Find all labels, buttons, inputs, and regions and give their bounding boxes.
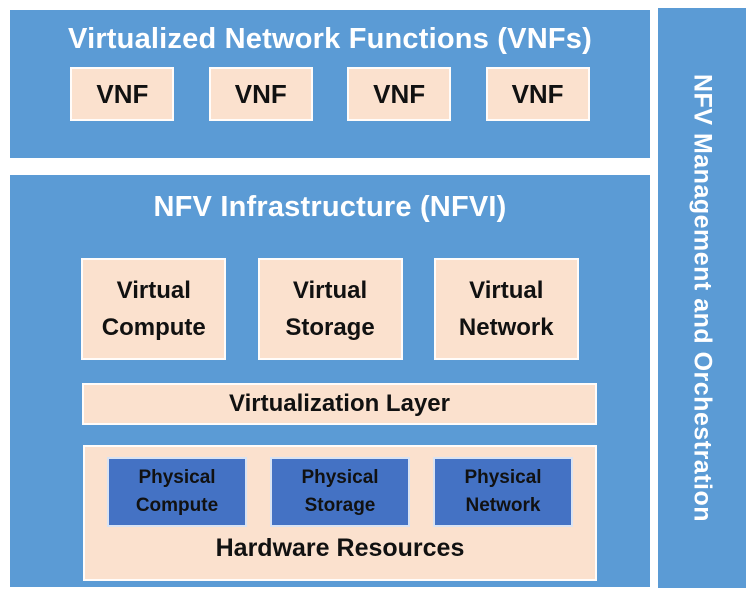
physical-resources-row: Physical Compute Physical Storage Physic… [85, 457, 595, 527]
physical-network-line2: Network [465, 495, 541, 516]
hardware-resources-box: Physical Compute Physical Storage Physic… [83, 445, 597, 581]
hardware-resources-label: Hardware Resources [215, 534, 465, 562]
virtual-compute-box: Virtual Compute [81, 258, 227, 360]
virtual-storage-box: Virtual Storage [257, 258, 403, 360]
vnf-box: VNF [208, 67, 313, 121]
vnf-row: VNF VNF VNF VNF [10, 67, 650, 121]
physical-storage-box: Physical Storage [270, 457, 410, 527]
virtual-resources-row: Virtual Compute Virtual Storage Virtual … [10, 258, 650, 360]
virtual-compute-line1: Virtual [116, 276, 191, 304]
physical-storage-line1: Physical [301, 466, 379, 488]
physical-network-line1: Physical [464, 466, 542, 488]
physical-compute-box: Physical Compute [107, 457, 247, 527]
virtual-storage-line1: Virtual [292, 276, 368, 304]
nfvi-section-title: NFV Infrastructure (NFVI) [153, 191, 507, 223]
nfv-management-orchestration-bar: NFV Management and Orchestration [658, 8, 746, 588]
nfv-management-orchestration-label: NFV Management and Orchestration [688, 73, 717, 523]
virtual-network-line1: Virtual [469, 276, 544, 304]
vnf-section-title: Virtualized Network Functions (VNFs) [68, 23, 592, 55]
virtual-network-box: Virtual Network [433, 258, 579, 360]
virtual-compute-line2: Compute [101, 314, 206, 341]
virtualization-layer-box: Virtualization Layer [82, 383, 597, 425]
vnf-box: VNF [347, 67, 452, 121]
physical-compute-line1: Physical [138, 466, 216, 488]
physical-storage-line2: Storage [304, 495, 376, 516]
nfvi-section-panel: NFV Infrastructure (NFVI) Virtual Comput… [10, 175, 650, 587]
physical-compute-line2: Compute [135, 495, 219, 516]
vnf-section-panel: Virtualized Network Functions (VNFs) VNF… [10, 10, 650, 158]
physical-network-box: Physical Network [433, 457, 573, 527]
virtual-network-line2: Network [458, 314, 554, 341]
vnf-box: VNF [70, 67, 175, 121]
virtual-storage-line2: Storage [285, 314, 375, 341]
vnf-box: VNF [485, 67, 590, 121]
